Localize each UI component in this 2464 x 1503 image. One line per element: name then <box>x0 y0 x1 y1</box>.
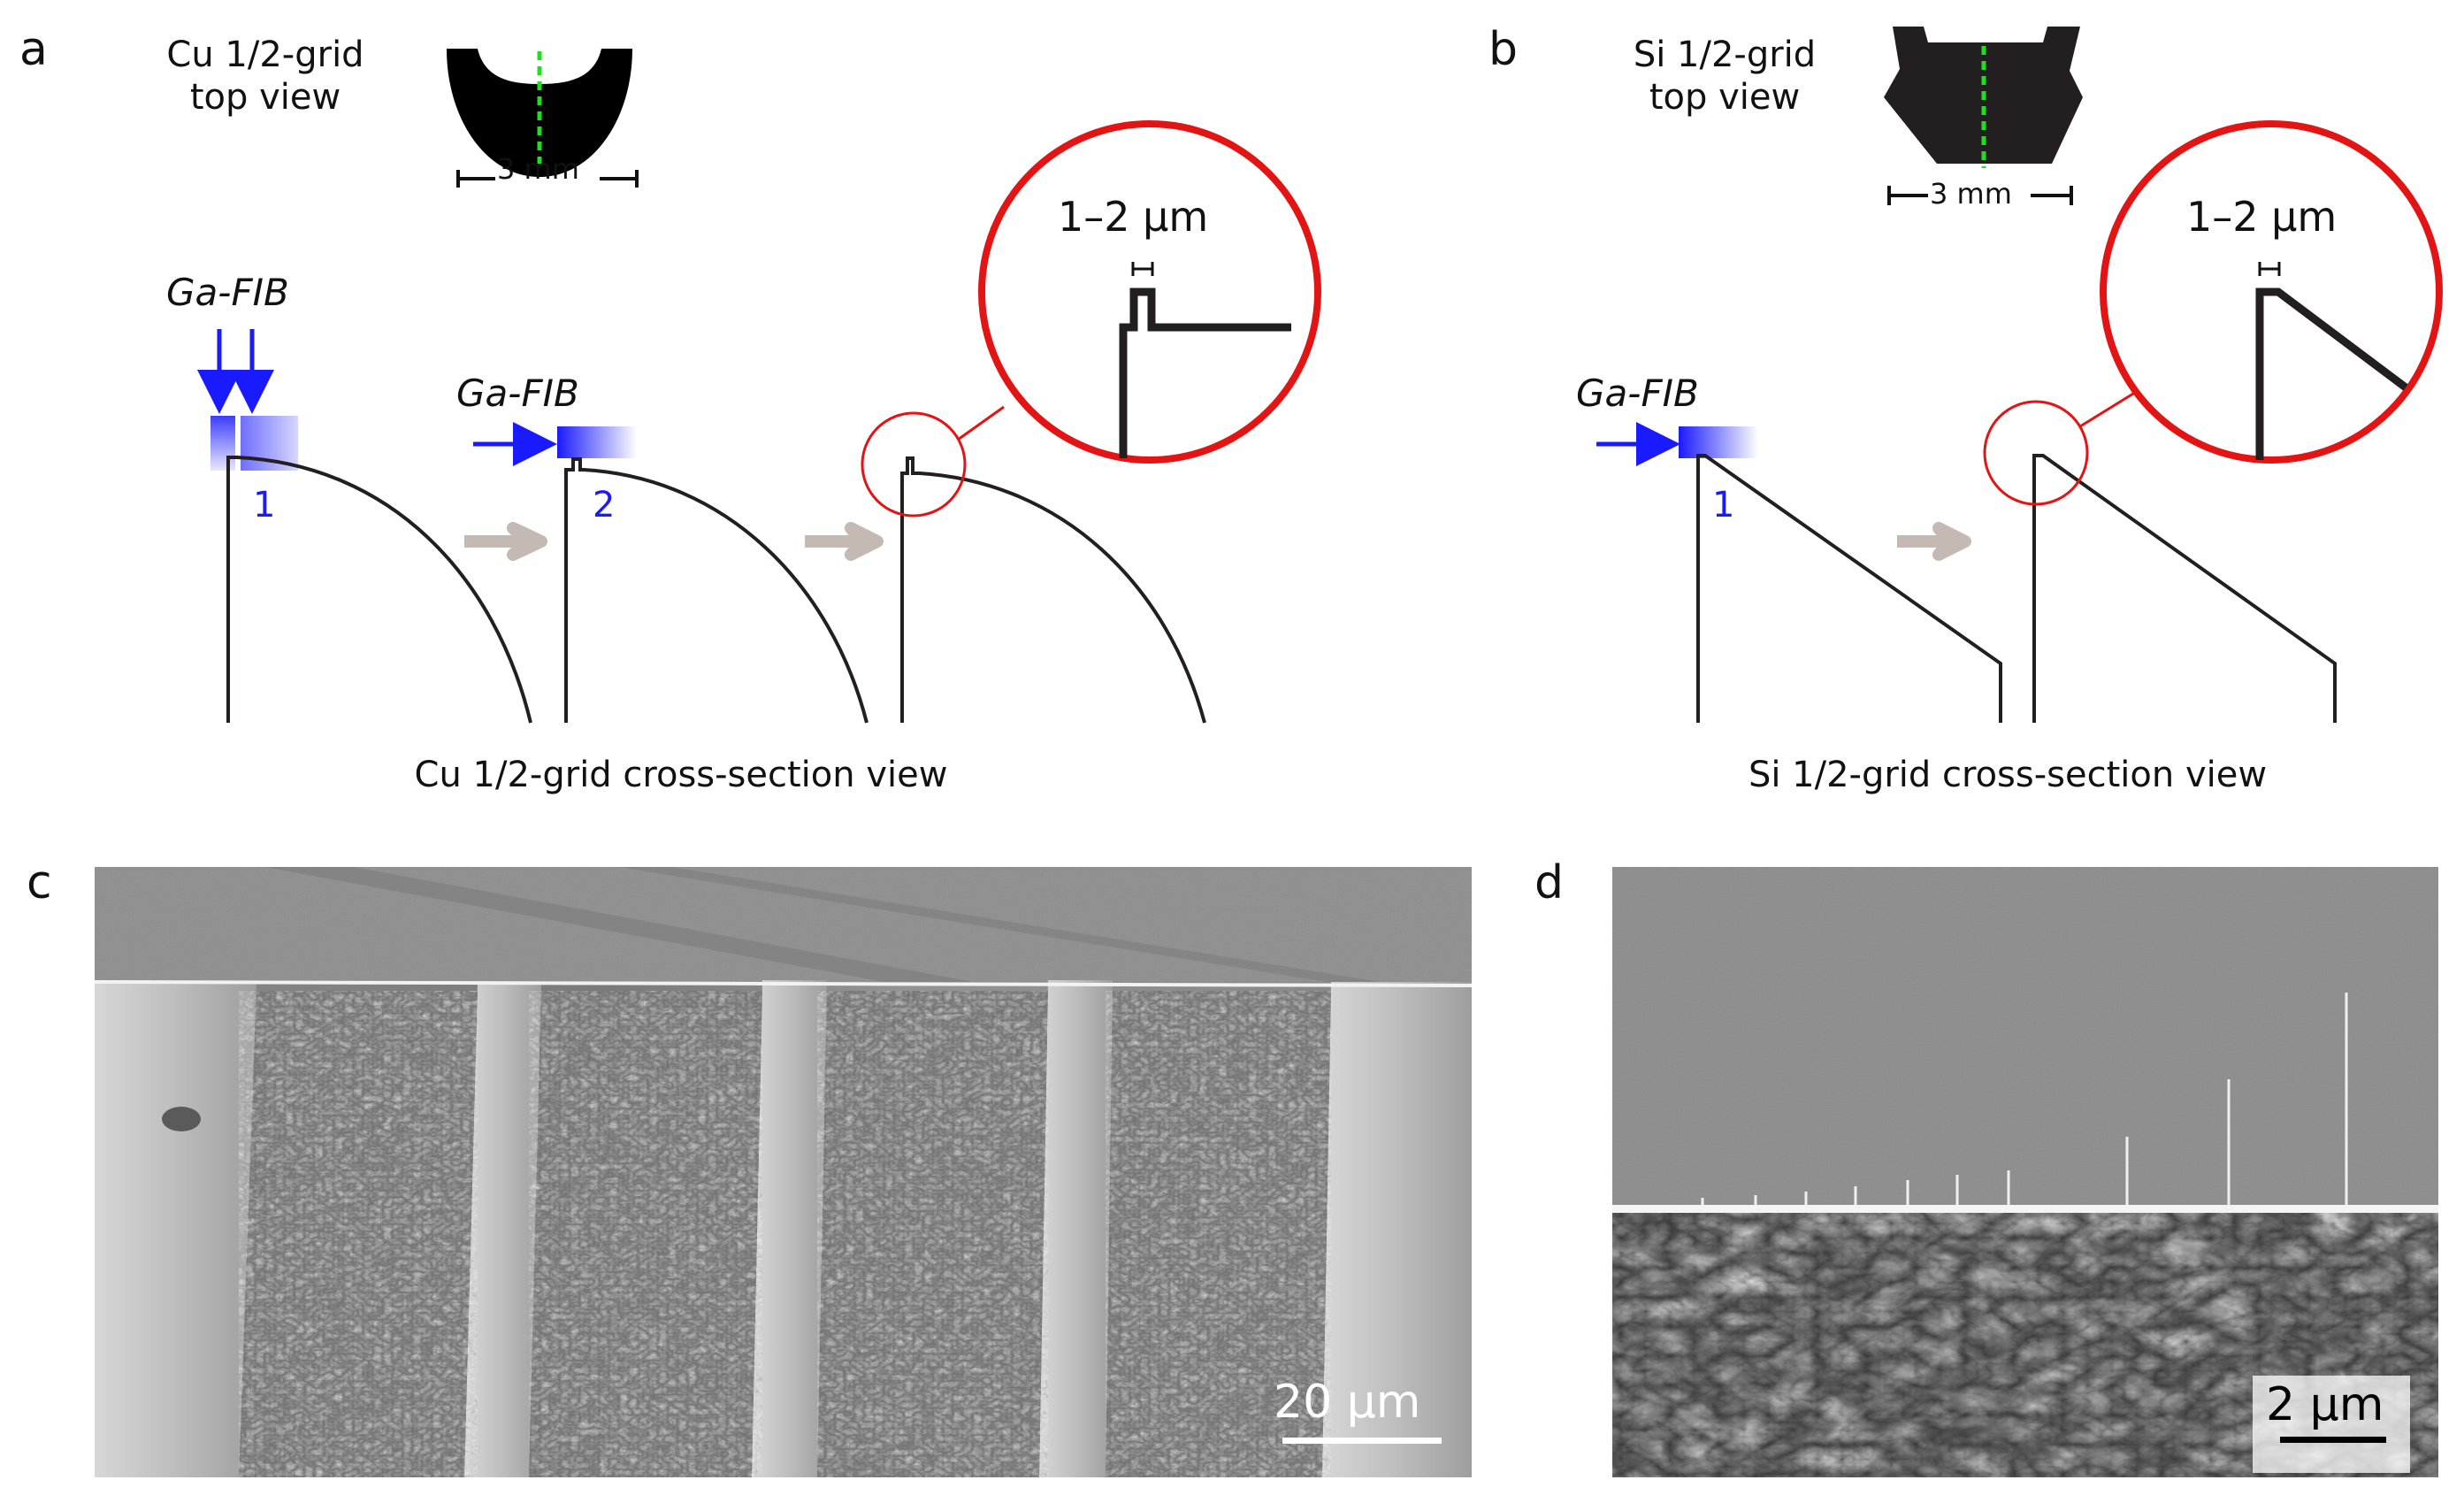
si-grid-title-line2: top view <box>1649 77 1801 118</box>
si-caption: Si 1/2-grid cross-section view <box>1748 755 2268 795</box>
cu-grid-top-view-icon <box>447 49 639 188</box>
step-label-b1: 1 <box>1712 485 1735 525</box>
panel-letter-c: c <box>27 856 52 909</box>
cu-cross-section-2 <box>564 457 869 724</box>
process-arrow <box>464 522 547 561</box>
si-grid-title: Si 1/2-grid top view <box>1592 34 1857 119</box>
zoom-callout-a <box>861 120 1321 518</box>
scale-bar-3mm <box>1887 186 2073 205</box>
scalebar-d-line <box>2280 1437 2386 1443</box>
ion-beam-arrow-horizontal-b <box>1596 422 1758 466</box>
zoom-callout-b <box>1983 120 2443 506</box>
zoom-label-a: 1–2 µm <box>1058 193 1209 241</box>
sem-image-d <box>1612 867 2438 1477</box>
panel-letter-b: b <box>1488 23 1519 76</box>
cu-caption: Cu 1/2-grid cross-section view <box>414 755 948 795</box>
scalebar-c-line <box>1282 1438 1442 1444</box>
cu-scale-label: 3 mm <box>497 152 579 186</box>
si-cross-section-1 <box>1696 454 2002 723</box>
ion-beam-arrow-horizontal-2 <box>473 422 637 466</box>
step-label-1: 1 <box>253 485 276 525</box>
scale-bar-3mm <box>456 170 639 188</box>
si-grid-top-view-icon <box>1884 27 2083 205</box>
process-arrow <box>1897 522 1971 561</box>
cu-cross-section-3 <box>900 456 1206 724</box>
si-scale-label: 3 mm <box>1930 177 2012 211</box>
panel-letter-d: d <box>1534 856 1565 909</box>
panel-letter-a: a <box>19 23 48 76</box>
sem-image-c <box>95 867 1472 1477</box>
fib-label-b: Ga-FIB <box>1576 372 1699 415</box>
ion-beam-arrows-vertical <box>197 329 298 471</box>
step-label-2: 2 <box>593 485 616 525</box>
cu-grid-title-line1: Cu 1/2-grid <box>166 35 364 75</box>
si-cross-section-2 <box>2032 454 2337 723</box>
si-grid-title-line1: Si 1/2-grid <box>1633 35 1817 75</box>
scalebar-d-label: 2 µm <box>2266 1378 2384 1431</box>
scalebar-c-label: 20 µm <box>1274 1376 1421 1429</box>
fib-label-a2: Ga-FIB <box>456 372 579 415</box>
fib-label-a1: Ga-FIB <box>166 271 289 314</box>
cu-grid-title: Cu 1/2-grid top view <box>133 34 398 119</box>
nanoneedles <box>1701 993 2348 1205</box>
cu-cross-section-1 <box>226 456 532 724</box>
process-arrow <box>805 522 884 561</box>
zoom-label-b: 1–2 µm <box>2186 193 2338 241</box>
cu-grid-title-line2: top view <box>189 77 341 118</box>
